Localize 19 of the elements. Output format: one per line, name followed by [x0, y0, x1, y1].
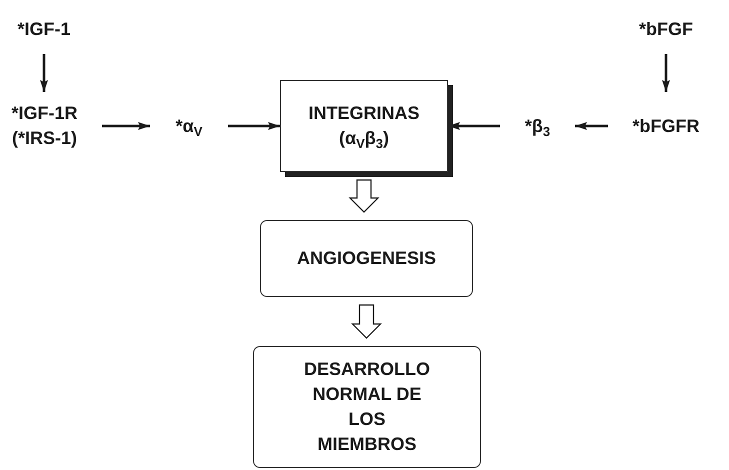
block-arrow	[348, 179, 380, 213]
arrow	[102, 122, 150, 130]
node-label: *IGF-1	[17, 18, 70, 40]
arrow	[40, 54, 48, 92]
node-label: *bFGFR	[632, 114, 700, 138]
box-text: (α$_{V}$β$_{3}$)	[339, 127, 389, 151]
node-label: *β$_{3}$	[524, 114, 550, 138]
arrow	[575, 122, 608, 130]
box-title: INTEGRINAS	[308, 102, 420, 125]
process-box	[260, 220, 473, 297]
block-arrow	[351, 304, 382, 339]
node-label: *α$_{V}$	[176, 114, 202, 138]
node-label: *IGF-1R (*IRS-1)	[10, 102, 78, 150]
node-label: *bFGF	[639, 18, 693, 40]
arrow	[228, 122, 280, 130]
box-title: DESARROLLO NORMAL DE LOS MIEMBROS	[303, 358, 431, 456]
arrow	[662, 54, 670, 92]
box-title: ANGIOGENESIS	[296, 247, 436, 270]
process-box	[253, 346, 481, 468]
